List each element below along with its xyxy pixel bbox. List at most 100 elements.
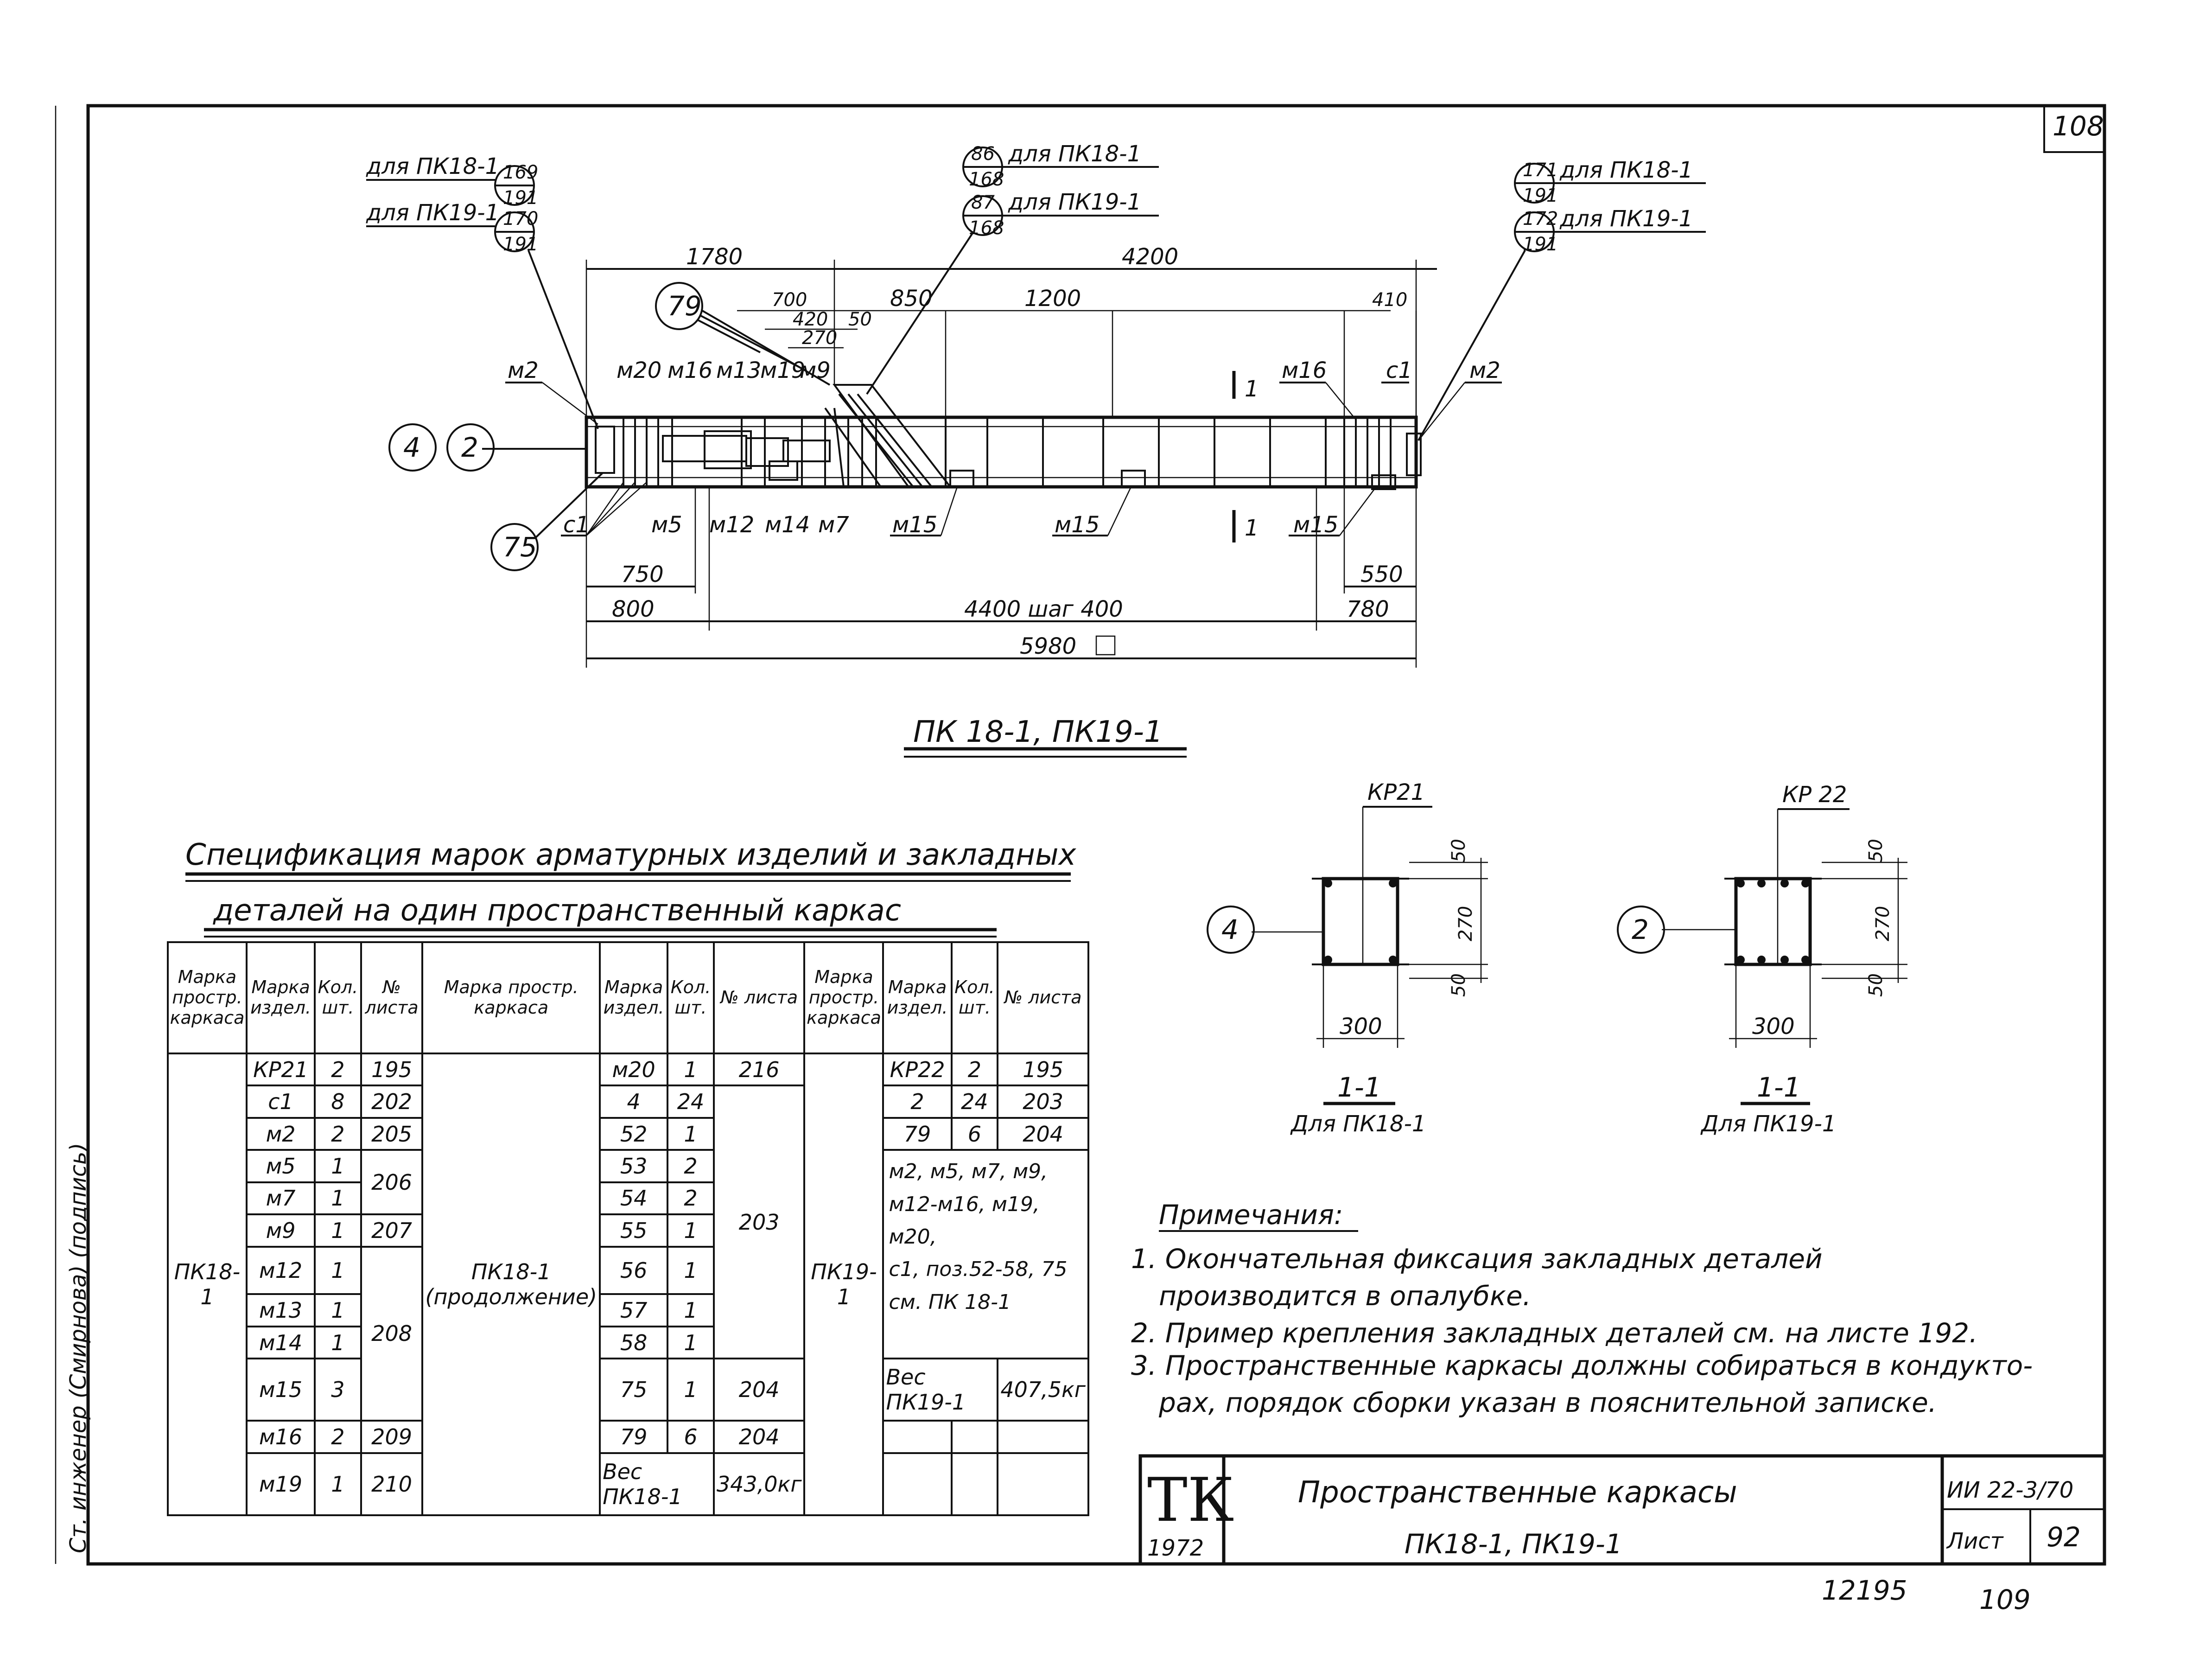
callout-79: 79 — [667, 290, 702, 322]
header-item-2: Марка издел. — [599, 941, 669, 1054]
b1-qty: 1 — [314, 1213, 362, 1248]
b2-item: 52 — [599, 1116, 669, 1151]
label-for-pk19-left: для ПК19-1 — [366, 200, 499, 226]
section-mark-bottom: 1 — [1245, 515, 1259, 541]
header-frame-3: Марка простр. каркаса — [803, 941, 884, 1054]
dim-700: 700 — [772, 289, 807, 311]
callout-191a: 191 — [503, 187, 538, 209]
b1-sheet: 210 — [360, 1452, 424, 1517]
b2-qty: 1 — [667, 1325, 715, 1360]
b2-item: м20 — [599, 1052, 669, 1087]
dim-270: 270 — [802, 327, 837, 349]
b1-qty: 2 — [314, 1052, 362, 1087]
b2-item: 54 — [599, 1181, 669, 1216]
dim-420: 420 — [793, 309, 828, 330]
title-block-year: 1972 — [1147, 1535, 1204, 1561]
section-right-270: 270 — [1872, 906, 1894, 941]
b2-qty: 1 — [667, 1116, 715, 1151]
b3-sheet: 203 — [997, 1084, 1089, 1119]
drawing-caption: ПК 18-1, ПК19-1 — [913, 715, 1163, 749]
b1-sheet: 205 — [360, 1116, 424, 1151]
label-m9: м9 — [800, 357, 831, 383]
section-right-ref: КР 22 — [1782, 782, 1847, 808]
section-right — [1617, 808, 1907, 1105]
b3-empty — [950, 1420, 999, 1454]
label-for-pk18-mid: для ПК18-1 — [1008, 141, 1141, 167]
label-m13: м13 — [716, 357, 761, 383]
section-left-300: 300 — [1340, 1014, 1382, 1040]
note-line-1: 1. Окончательная фиксация закладных дета… — [1131, 1243, 1823, 1275]
title-block-title: Пространственные каркасы — [1298, 1475, 1737, 1510]
label-for-pk18-right: для ПК18-1 — [1559, 157, 1693, 183]
corner-number: 108 — [2053, 110, 2104, 142]
b3-note-line: м2, м5, м7, м9, — [889, 1160, 1048, 1184]
b1-item: КР21 — [245, 1052, 316, 1087]
b1-item: м19 — [245, 1452, 316, 1517]
b2-item: 75 — [599, 1358, 669, 1422]
note-line-5: рах, порядок сборки указан в пояснительн… — [1158, 1387, 1937, 1418]
callout-87: 87 — [971, 192, 995, 213]
b1-sheet: 206 — [360, 1149, 424, 1216]
label-for-pk19-right: для ПК19-1 — [1559, 206, 1693, 232]
dim-850: 850 — [890, 286, 933, 312]
dim-4200: 4200 — [1122, 244, 1178, 270]
b2-item: 4 — [599, 1084, 669, 1119]
bottom-number-right: 109 — [1979, 1584, 2031, 1615]
b3-empty — [997, 1452, 1089, 1517]
header-sheet-2: № листа — [712, 941, 806, 1054]
b2-qty: 1 — [667, 1052, 715, 1087]
header-item-3: Марка издел. — [882, 941, 953, 1054]
b1-item: с1 — [245, 1084, 316, 1119]
b1-qty: 8 — [314, 1084, 362, 1119]
side-stamp: Ст. инженер (Смирнова) (подпись) — [65, 1143, 91, 1553]
title-block-code: ИИ 22-3/70 — [1947, 1477, 2073, 1503]
note-line-2: производится в опалубке. — [1159, 1280, 1531, 1312]
header-qty-3: Кол. шт. — [950, 941, 999, 1054]
b2-qty: 1 — [667, 1293, 715, 1327]
b3-qty: 2 — [950, 1052, 999, 1087]
section-right-300: 300 — [1752, 1014, 1795, 1040]
b1-qty: 1 — [314, 1149, 362, 1183]
b1-qty: 1 — [314, 1452, 362, 1517]
section-left-ref: КР21 — [1367, 779, 1425, 805]
b1-qty: 2 — [314, 1116, 362, 1151]
label-m16-right: м16 — [1282, 357, 1327, 383]
b2-qty: 1 — [667, 1358, 715, 1422]
dim-750: 750 — [621, 561, 664, 587]
callout-170: 170 — [503, 208, 538, 230]
b3-item: 2 — [882, 1084, 953, 1119]
b2-item: 57 — [599, 1293, 669, 1327]
header-qty-1: Кол. шт. — [314, 941, 362, 1054]
header-qty-2: Кол. шт. — [667, 941, 715, 1054]
label-m15-a: м15 — [892, 512, 937, 538]
notes-title: Примечания: — [1159, 1199, 1343, 1231]
label-m20: м20 — [617, 357, 661, 383]
label-m5: м5 — [651, 512, 682, 538]
b3-item: 79 — [882, 1116, 953, 1151]
section-right-subtitle: Для ПК19-1 — [1700, 1111, 1836, 1137]
b3-note-line: с1, поз.52-58, 75 — [889, 1257, 1068, 1282]
b2-weight-value: 343,0кг — [712, 1452, 806, 1517]
b1-qty: 3 — [314, 1358, 362, 1422]
section-right-circle: 2 — [1632, 914, 1649, 945]
b3-weight-value: 407,5кг — [997, 1358, 1089, 1422]
frame-pk18-cont: ПК18-1 (продолжение) — [421, 1053, 601, 1516]
b1-item: м12 — [245, 1245, 316, 1295]
b3-sheet: 195 — [997, 1052, 1089, 1087]
section-left-50a: 50 — [1448, 839, 1469, 862]
b1-qty: 1 — [314, 1181, 362, 1216]
b3-empty — [882, 1420, 953, 1454]
b1-qty: 1 — [314, 1293, 362, 1327]
section-right-50b: 50 — [1865, 973, 1887, 997]
spec-title-line1: Спецификация марок арматурных изделий и … — [185, 838, 1077, 872]
label-m2-left: м2 — [508, 357, 539, 383]
b2-qty: 2 — [667, 1181, 715, 1216]
b1-item: м13 — [245, 1293, 316, 1327]
dim-1780: 1780 — [686, 244, 743, 270]
callout-75: 75 — [503, 531, 537, 563]
label-for-pk19-mid: для ПК19-1 — [1008, 189, 1141, 215]
section-left-circle: 4 — [1221, 914, 1239, 945]
b1-item: м14 — [245, 1325, 316, 1360]
callout-2: 2 — [461, 432, 478, 463]
header-sheet-1: № листа — [360, 941, 424, 1054]
